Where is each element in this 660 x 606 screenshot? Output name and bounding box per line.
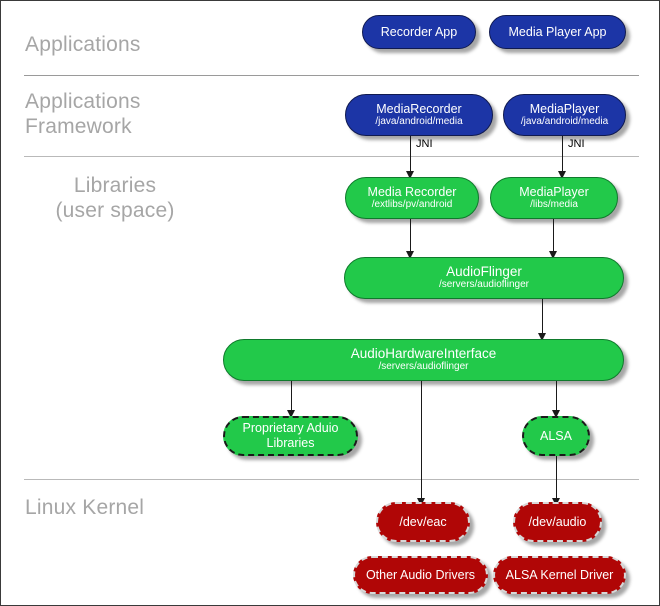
connector-jni-right <box>562 136 563 175</box>
node-dev-eac[interactable]: /dev/eac <box>376 502 470 542</box>
connector-player-to-audioflinger <box>553 219 554 255</box>
node-title: Proprietary Aduio Libraries <box>242 421 339 450</box>
arrowhead-jni-right <box>557 171 566 179</box>
divider-libraries <box>24 479 639 480</box>
node-subtitle: /servers/audioflinger <box>438 279 530 290</box>
arrowhead-recorder-to-audioflinger <box>405 251 414 259</box>
node-subtitle: /extlibs/pv/android <box>371 199 453 210</box>
node-media-recorder-library[interactable]: Media Recorder /extlibs/pv/android <box>345 177 479 219</box>
node-title: Recorder App <box>380 25 458 39</box>
node-mediarecorder-framework[interactable]: MediaRecorder /java/android/media <box>345 94 493 136</box>
layer-label-libraries: Libraries (user space) <box>55 174 175 222</box>
node-other-audio-drivers[interactable]: Other Audio Drivers <box>353 556 488 594</box>
arrowhead-audioflinger-to-hwinterface <box>537 333 546 341</box>
node-mediaplayer-library[interactable]: MediaPlayer /libs/media <box>490 177 618 219</box>
node-subtitle: /java/android/media <box>520 116 609 127</box>
node-title: ALSA Kernel Driver <box>505 568 614 582</box>
node-title: /dev/audio <box>528 515 587 529</box>
node-title: ALSA <box>540 429 572 443</box>
node-audiohardwareinterface[interactable]: AudioHardwareInterface /servers/audiofli… <box>223 339 624 381</box>
node-recorder-app[interactable]: Recorder App <box>362 15 476 49</box>
node-subtitle: /servers/audioflinger <box>378 361 469 372</box>
node-audioflinger[interactable]: AudioFlinger /servers/audioflinger <box>344 257 624 299</box>
node-title: MediaPlayer <box>529 102 600 116</box>
connector-hwinterface-to-dev-eac <box>421 381 422 502</box>
node-title: Media Recorder <box>367 185 457 199</box>
node-title: AudioHardwareInterface <box>350 346 497 361</box>
connector-audioflinger-to-hwinterface <box>542 299 543 337</box>
node-subtitle: /java/android/media <box>375 116 463 127</box>
connector-hwinterface-to-proprietary <box>291 381 292 414</box>
node-title: MediaRecorder <box>376 102 462 116</box>
node-title: MediaPlayer <box>519 185 589 199</box>
arrowhead-hwinterface-to-proprietary <box>286 410 295 418</box>
node-proprietary-audio-libraries[interactable]: Proprietary Aduio Libraries <box>223 416 358 456</box>
node-subtitle: /libs/media <box>530 199 578 210</box>
arrowhead-hwinterface-to-alsa <box>551 410 560 418</box>
node-alsa-kernel-driver[interactable]: ALSA Kernel Driver <box>493 556 626 594</box>
connector-hwinterface-to-alsa <box>556 381 557 414</box>
layer-label-kernel: Linux Kernel <box>25 496 145 519</box>
layer-label-applications: Applications <box>25 33 141 56</box>
node-title: Other Audio Drivers <box>365 568 476 582</box>
node-title: Media Player App <box>508 25 607 39</box>
connector-recorder-to-audioflinger <box>410 219 411 255</box>
connector-jni-left <box>410 136 411 175</box>
node-alsa[interactable]: ALSA <box>522 416 590 456</box>
node-mediaplayer-framework[interactable]: MediaPlayer /java/android/media <box>503 94 626 136</box>
node-media-player-app[interactable]: Media Player App <box>489 15 626 49</box>
edge-label-jni-right: JNI <box>568 138 585 150</box>
arrowhead-jni-left <box>405 171 414 179</box>
arrowhead-player-to-audioflinger <box>548 251 557 259</box>
node-dev-audio[interactable]: /dev/audio <box>513 502 602 542</box>
node-title: /dev/eac <box>399 515 447 529</box>
node-title: AudioFlinger <box>446 264 522 279</box>
layer-label-framework: Applications Framework <box>25 90 141 138</box>
divider-applications <box>24 75 639 76</box>
connector-alsa-to-dev-audio <box>556 456 557 502</box>
divider-framework <box>24 156 639 157</box>
edge-label-jni-left: JNI <box>416 138 433 150</box>
